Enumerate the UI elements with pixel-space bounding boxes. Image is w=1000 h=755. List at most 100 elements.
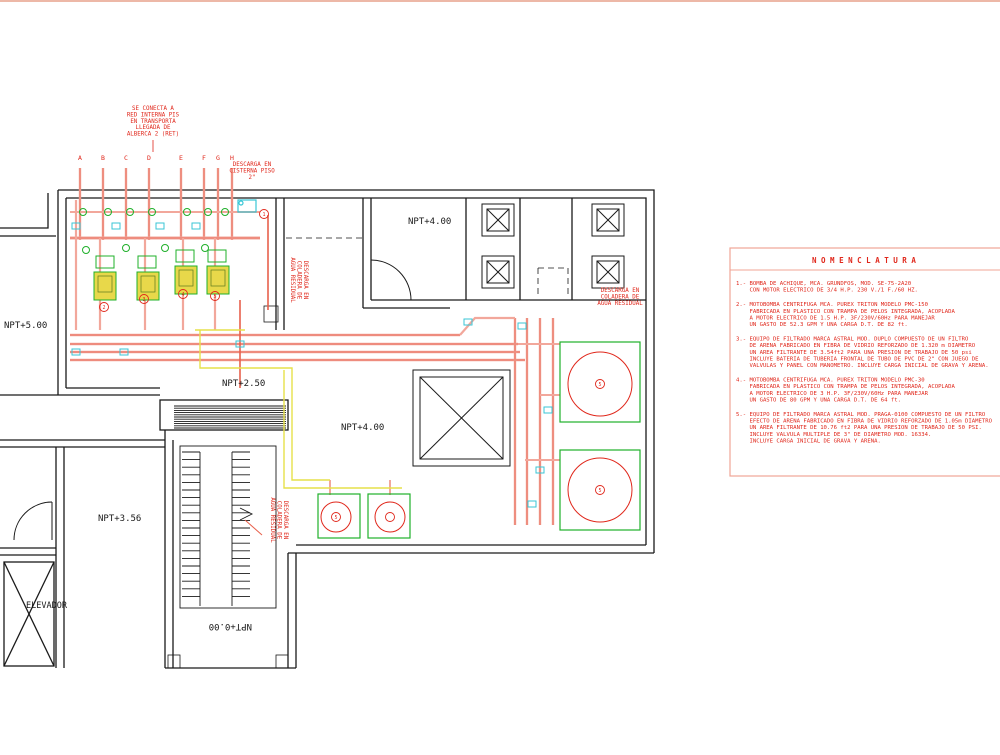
nomenclature-line: 4.- MOTOBOMBA CENTRIFUGA MCA. PUREX TRIT… xyxy=(736,378,925,384)
pump xyxy=(206,265,230,295)
nomenclature-item: 5.- EQUIPO DE FILTRADO MARCA ASTRAL MOD.… xyxy=(736,412,993,444)
equipment-tag: 5 xyxy=(210,291,220,301)
vent-grille xyxy=(481,255,515,289)
valve-icon xyxy=(221,208,229,216)
pipe-fitting xyxy=(111,222,121,230)
walls xyxy=(0,189,655,669)
manifold-letter: B xyxy=(101,154,105,162)
skylight-shaft xyxy=(412,369,511,467)
level-main-room: NPT+4.00 xyxy=(341,423,384,433)
pump xyxy=(174,265,198,295)
pump-motor xyxy=(95,255,115,269)
manifold-letter: A xyxy=(78,154,82,162)
doors xyxy=(13,259,412,541)
nomenclature-line: INCLUYE BATERIA DE TUBERIA FRONTAL DE TU… xyxy=(736,356,979,362)
nomenclature-line: UN GASTO DE 52.3 GPM Y UNA CARGA D.T. DE… xyxy=(736,322,908,328)
drain-pipe xyxy=(244,519,263,536)
pump xyxy=(136,271,160,301)
nomenclature-line: A MOTOR ELECTRICO DE 3 H.P. 3F/230V/60Hz… xyxy=(736,391,929,397)
nomenclature-line: UN GASTO DE 80 GPM Y UNA CARGA D.T. DE 6… xyxy=(736,397,901,403)
nomenclature-line: VALVULAS Y PANEL CON MANOMETRO. INCLUYE … xyxy=(736,363,989,369)
nomenclature-title: N O M E N C L A T U R A xyxy=(812,256,916,265)
valve-icon xyxy=(183,208,191,216)
manifold-letter: C xyxy=(124,154,128,162)
pump-motor xyxy=(137,255,157,269)
header-note-line: LLEGADA DE xyxy=(136,125,171,131)
sand-filter-tank xyxy=(559,449,641,531)
nomenclature-item: 3.- EQUIPO DE FILTRADO MARCA ASTRAL MOD.… xyxy=(736,337,989,369)
pump-motor xyxy=(207,249,227,263)
nomenclature-line: UN AREA FILTRANTE DE 10.76 ft2 PARA UNA … xyxy=(736,425,982,431)
pipe-fitting xyxy=(191,222,201,230)
stair-drain-note-line: COLADERA DE xyxy=(276,501,282,540)
equipment-tag-ring xyxy=(385,512,395,522)
equipment-tag-label: 5 xyxy=(213,294,216,300)
pipe-fitting xyxy=(535,466,545,474)
nomenclature-panel: N O M E N C L A T U R A 1.- BOMBA DE ACH… xyxy=(729,247,1000,477)
pipe-fitting xyxy=(155,222,165,230)
nomenclature-line: INCLUYE VALVULA MULTIPLE DE 3" DE DIAMET… xyxy=(736,432,931,438)
ventilation-grilles xyxy=(481,203,625,289)
nomenclature-line: 5.- EQUIPO DE FILTRADO MARCA ASTRAL MOD.… xyxy=(736,412,986,418)
manifold-letter: D xyxy=(147,154,151,162)
pump-motor xyxy=(175,249,195,263)
nomenclature-line: 2.- MOTOBOMBA CENTRIFUGA MCA. PUREX TRIT… xyxy=(736,302,928,308)
equipment-tag-label: 1 xyxy=(262,212,265,218)
pipe-fitting xyxy=(71,222,81,230)
valve-icon xyxy=(126,208,134,216)
equipment-tag-label: 2 xyxy=(102,305,105,311)
level-stair-bottom: NPT+0.00 xyxy=(209,621,252,631)
left-drain-note-line: COLADERA DE xyxy=(296,261,302,300)
header-note-line: ALBERCA 2 (RET) xyxy=(127,132,179,138)
nomenclature-item: 4.- MOTOBOMBA CENTRIFUGA MCA. PUREX TRIT… xyxy=(736,378,956,404)
left-drain-note-line: AGUA RESIDUAL xyxy=(289,257,295,303)
small-filter-tank xyxy=(367,493,411,539)
nomenclature-items: 1.- BOMBA DE ACHIQUE, MCA. GRUNDFOS, MOD… xyxy=(736,281,993,444)
stair-arrow xyxy=(239,507,254,521)
level-machine-room: NPT+2.50 xyxy=(222,379,265,389)
equipment-tag: 4 xyxy=(178,289,188,299)
equipment-tag: 5 xyxy=(331,512,341,522)
equipment-tag-label: 5 xyxy=(598,382,601,388)
right-drain-note-line: AGUA RESIDUAL xyxy=(597,301,643,307)
nomenclature-line: A MOTOR ELECTRICO DE 1.5 H.P. 3F/230V/60… xyxy=(736,315,935,321)
valve-icon xyxy=(148,208,156,216)
nomenclature-item: 1.- BOMBA DE ACHIQUE, MCA. GRUNDFOS, MOD… xyxy=(736,281,918,294)
pipe-fitting xyxy=(235,340,245,348)
nomenclature-item: 2.- MOTOBOMBA CENTRIFUGA MCA. PUREX TRIT… xyxy=(736,302,956,328)
pipe-fitting xyxy=(71,348,81,356)
equipment-tag-label: 3 xyxy=(142,297,145,303)
valve-icon xyxy=(161,244,169,252)
header-note-line: SE CONECTA A xyxy=(132,106,174,112)
vent-grille xyxy=(591,203,625,237)
nomenclature-line: FABRICADA EN PLASTICO CON TRAMPA DE PELO… xyxy=(736,309,956,315)
nomenclature-line: 1.- BOMBA DE ACHIQUE, MCA. GRUNDFOS, MOD… xyxy=(736,281,911,287)
stair-well xyxy=(179,445,277,609)
main-pipe xyxy=(459,316,515,336)
cistern-note-line: 2" xyxy=(249,175,256,181)
level-labels: NPT+5.00 NPT+2.50 NPT+4.00 NPT+4.00 NPT+… xyxy=(4,217,451,631)
valve-icon xyxy=(204,208,212,216)
pipe-fitting xyxy=(517,322,527,330)
pipe-fitting xyxy=(463,318,473,326)
pipe-fitting xyxy=(119,348,129,356)
vent-grille xyxy=(591,255,625,289)
equipment-tag-label: 5 xyxy=(334,515,337,521)
header-note-line: EN TRANSPORTA xyxy=(130,119,176,125)
pipe-fitting xyxy=(543,406,553,414)
level-top-room: NPT+4.00 xyxy=(408,217,451,227)
level-lower-left: NPT+3.56 xyxy=(98,514,141,524)
header-note-line: RED INTERNA PIS xyxy=(127,112,180,118)
pump xyxy=(93,271,117,301)
manifold-letter: E xyxy=(179,154,183,162)
equipment-tag-label: 5 xyxy=(598,488,601,494)
nomenclature-line: EFECTO DE ARENA FABRICADO EN FIBRA DE VI… xyxy=(736,419,993,425)
pipe-fitting xyxy=(527,500,537,508)
small-filter-tank xyxy=(317,493,361,539)
manifold-letter: F xyxy=(202,154,206,162)
